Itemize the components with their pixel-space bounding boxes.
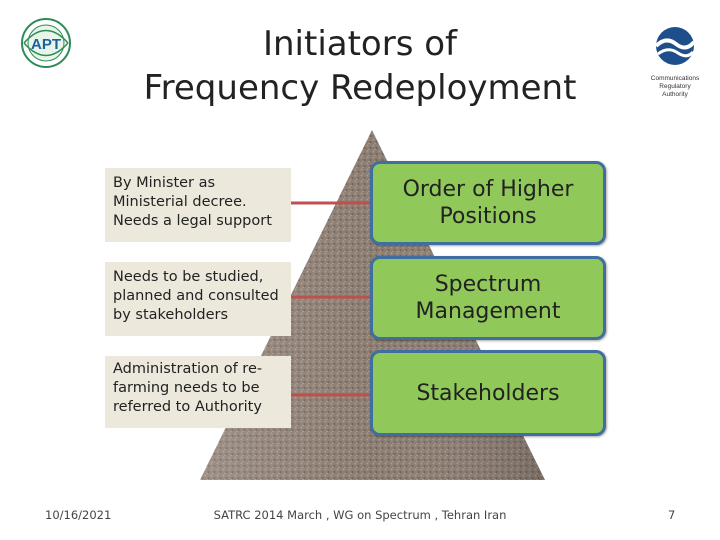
level-label-1: Order of Higher Positions bbox=[402, 177, 574, 229]
apt-logo: APT bbox=[14, 14, 78, 72]
level-label-2: Spectrum Management bbox=[415, 272, 561, 324]
footer-page-number: 7 bbox=[668, 508, 676, 522]
level-description-1: By Minister as Ministerial decree. Needs… bbox=[105, 168, 291, 242]
slide-title: Initiators of Frequency Redeployment bbox=[120, 22, 600, 110]
cra-logo-caption: Communications Regulatory Authority bbox=[650, 75, 700, 98]
apt-logo-icon: APT bbox=[21, 18, 71, 68]
level-description-3: Administration of re-farming needs to be… bbox=[105, 356, 291, 428]
title-line-2: Frequency Redeployment bbox=[143, 68, 577, 108]
level-box-2: Spectrum Management bbox=[370, 256, 606, 340]
title-line-1: Initiators of bbox=[262, 24, 458, 64]
cra-logo: Communications Regulatory Authority bbox=[640, 24, 710, 104]
footer-date: 10/16/2021 bbox=[45, 508, 112, 522]
footer-center-text: SATRC 2014 March , WG on Spectrum , Tehr… bbox=[213, 508, 507, 522]
level-box-1: Order of Higher Positions bbox=[370, 161, 606, 245]
apt-logo-text: APT bbox=[31, 36, 61, 53]
level-label-3: Stakeholders bbox=[416, 380, 560, 406]
level-box-3: Stakeholders bbox=[370, 350, 606, 436]
level-description-2: Needs to be studied, planned and consult… bbox=[105, 262, 291, 336]
cra-logo-icon bbox=[654, 27, 696, 65]
